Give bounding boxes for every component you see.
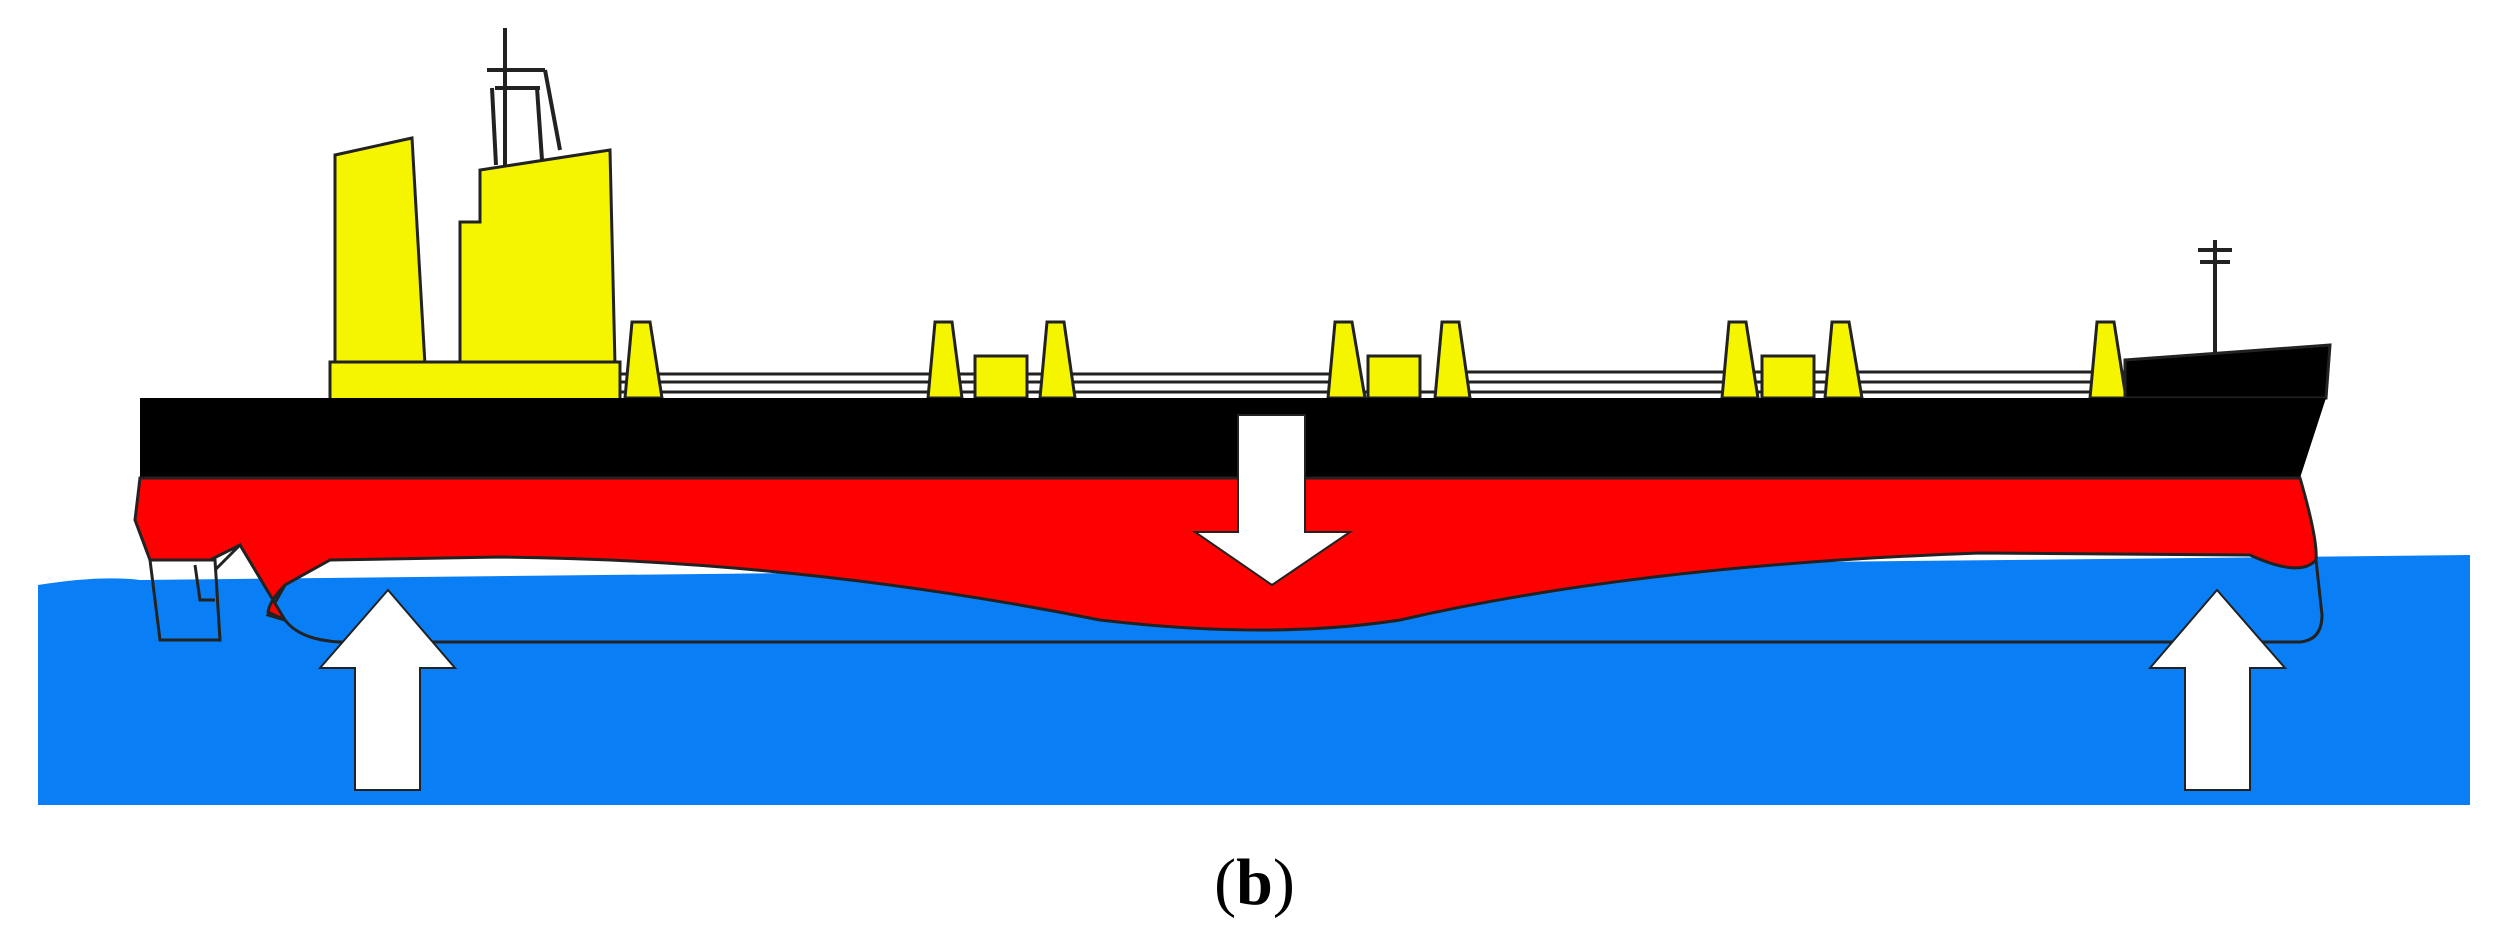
buoyancy-arrow-aft — [317, 588, 458, 791]
hull-topside — [140, 398, 2326, 478]
cargo-hatches — [973, 354, 1816, 400]
caption-letter: b — [1236, 846, 1273, 919]
main-mast — [487, 28, 562, 166]
keel-baseline — [283, 559, 2324, 644]
caption-open: ( — [1214, 846, 1237, 919]
forecastle — [2123, 343, 2332, 400]
buoyancy-arrow-forward — [2147, 588, 2288, 791]
sea — [38, 555, 2470, 805]
force-arrows — [317, 414, 2288, 791]
caption-close: ) — [1272, 846, 1295, 919]
ship-hogging-diagram — [38, 28, 2470, 805]
weight-arrow-midship — [1191, 414, 1354, 587]
superstructure — [328, 136, 622, 404]
fore-mast — [2198, 240, 2232, 352]
figure-caption: (b) — [0, 838, 2509, 928]
